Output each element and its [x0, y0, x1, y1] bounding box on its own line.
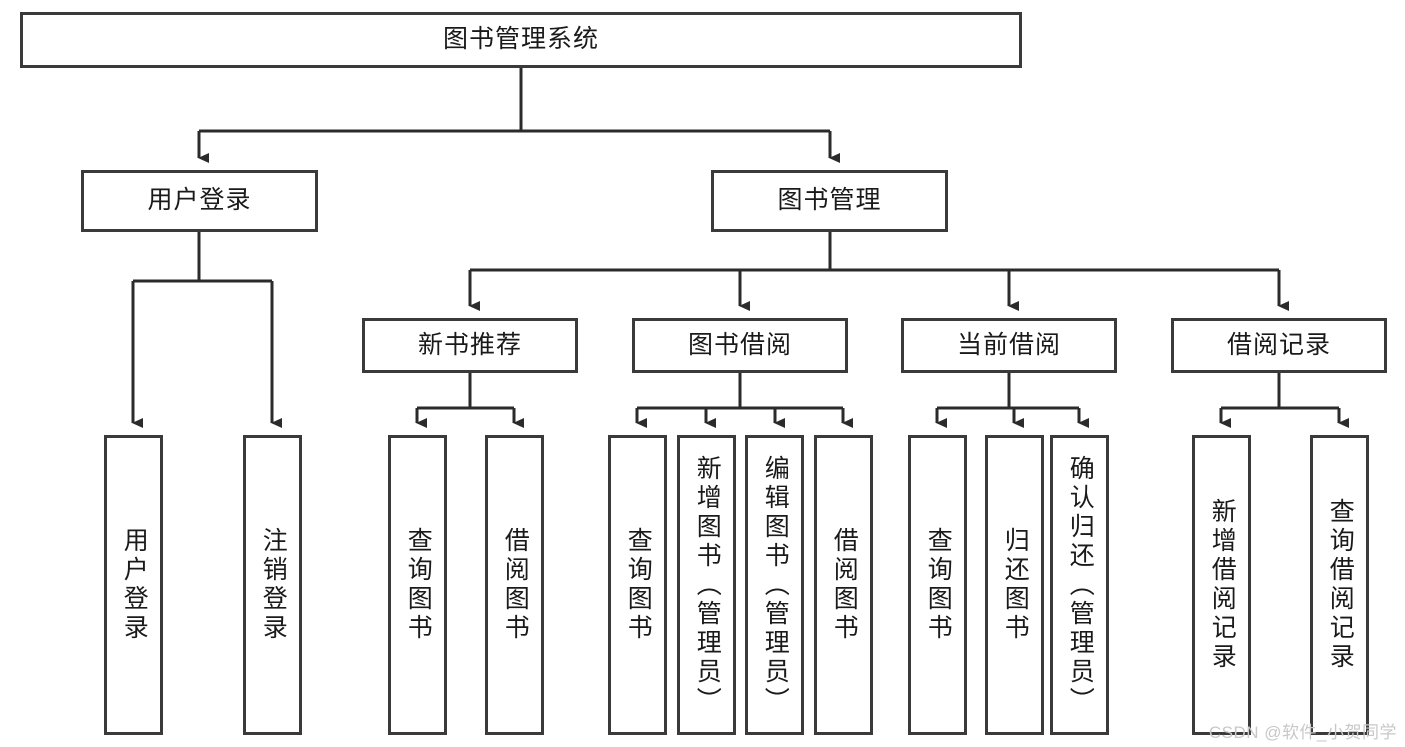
- node-leaf-add-book-admin-label: 新增图书（管理员）: [693, 454, 722, 716]
- node-leaf-borrow-book-rec[interactable]: 借阅图书: [485, 435, 544, 735]
- node-leaf-borrow-book-rec-label: 借阅图书: [501, 527, 530, 643]
- node-leaf-user-logout[interactable]: 注销登录: [243, 435, 302, 735]
- node-user-login-label: 用户登录: [147, 186, 252, 215]
- node-leaf-query-borrow-record[interactable]: 查询借阅记录: [1310, 435, 1369, 735]
- node-current-borrow-label: 当前借阅: [956, 330, 1061, 359]
- node-leaf-query-book-current[interactable]: 查询图书: [908, 435, 967, 735]
- node-leaf-query-book-current-label: 查询图书: [924, 527, 953, 643]
- node-leaf-user-logout-label: 注销登录: [259, 527, 288, 643]
- node-leaf-borrow-book[interactable]: 借阅图书: [814, 435, 873, 735]
- node-leaf-query-book-rec-label: 查询图书: [404, 527, 433, 643]
- node-leaf-edit-book-admin[interactable]: 编辑图书（管理员）: [745, 435, 804, 735]
- node-leaf-query-borrow-record-label: 查询借阅记录: [1326, 498, 1355, 672]
- node-new-book-recommend-label: 新书推荐: [417, 330, 522, 359]
- node-leaf-edit-book-admin-label: 编辑图书（管理员）: [761, 454, 790, 716]
- node-root[interactable]: 图书管理系统: [20, 12, 1022, 68]
- node-leaf-return-book-label: 归还图书: [1001, 527, 1030, 643]
- node-book-manage-label: 图书管理: [777, 186, 882, 215]
- node-leaf-user-login-label: 用户登录: [120, 527, 149, 643]
- node-current-borrow[interactable]: 当前借阅: [901, 318, 1117, 373]
- node-leaf-add-borrow-record-label: 新增借阅记录: [1208, 498, 1237, 672]
- node-book-borrow[interactable]: 图书借阅: [632, 318, 848, 373]
- node-leaf-query-book-borrow[interactable]: 查询图书: [608, 435, 667, 735]
- node-root-label: 图书管理系统: [442, 25, 599, 54]
- node-leaf-borrow-book-label: 借阅图书: [830, 527, 859, 643]
- node-user-login[interactable]: 用户登录: [81, 170, 318, 232]
- node-leaf-add-book-admin[interactable]: 新增图书（管理员）: [677, 435, 736, 735]
- node-leaf-confirm-return-admin-label: 确认归还（管理员）: [1066, 454, 1095, 716]
- node-leaf-query-book-borrow-label: 查询图书: [624, 527, 653, 643]
- node-book-borrow-label: 图书借阅: [687, 330, 792, 359]
- node-borrow-record-label: 借阅记录: [1226, 330, 1331, 359]
- node-leaf-add-borrow-record[interactable]: 新增借阅记录: [1192, 435, 1251, 735]
- node-leaf-query-book-rec[interactable]: 查询图书: [388, 435, 447, 735]
- node-leaf-confirm-return-admin[interactable]: 确认归还（管理员）: [1050, 435, 1109, 735]
- node-book-manage[interactable]: 图书管理: [711, 170, 948, 232]
- node-borrow-record[interactable]: 借阅记录: [1171, 318, 1387, 373]
- node-leaf-return-book[interactable]: 归还图书: [985, 435, 1044, 735]
- node-leaf-user-login[interactable]: 用户登录: [104, 435, 163, 735]
- watermark-text: CSDN @软件_小贺同学: [1208, 723, 1397, 742]
- node-new-book-recommend[interactable]: 新书推荐: [362, 318, 578, 373]
